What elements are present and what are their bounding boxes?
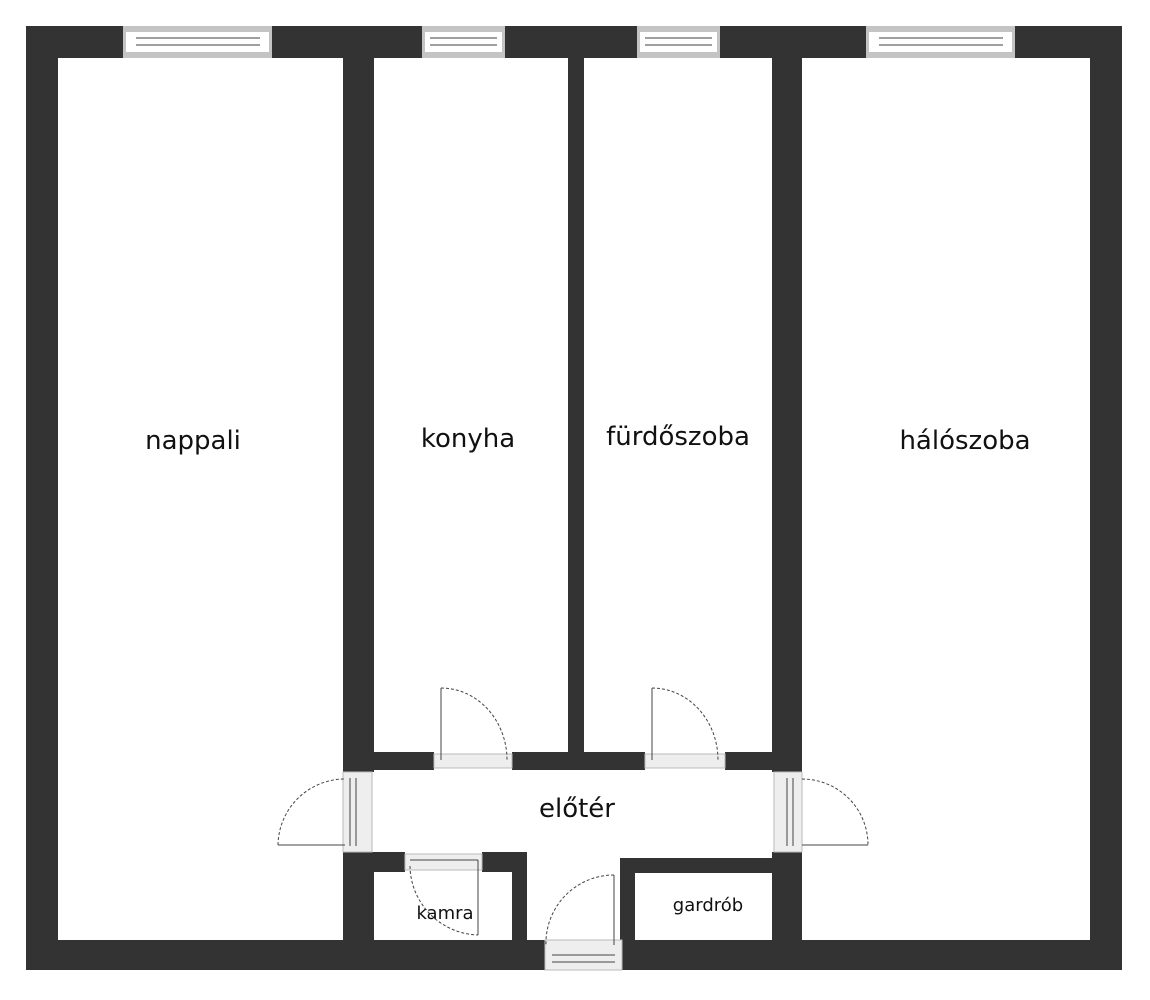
room-label-wardrobe: gardrób	[673, 895, 743, 916]
room-label-bathroom: fürdőszoba	[606, 422, 750, 452]
room-label-bedroom: hálószoba	[899, 426, 1030, 456]
windows	[123, 26, 1015, 58]
room-label-pantry: kamra	[416, 903, 473, 924]
room-labels: nappali konyha fürdőszoba hálószoba előt…	[145, 422, 1030, 924]
window-bathroom	[637, 26, 720, 58]
doors	[277, 687, 869, 971]
door-entrance	[544, 874, 623, 971]
door-kitchen	[433, 687, 513, 769]
door-pantry	[404, 853, 483, 936]
window-bedroom	[866, 26, 1015, 58]
room-label-kitchen: konyha	[421, 424, 515, 454]
window-kitchen	[422, 26, 505, 58]
room-label-living-room: nappali	[145, 426, 241, 456]
window-living-room	[123, 26, 272, 58]
room-label-hallway: előtér	[539, 794, 615, 824]
door-bathroom	[644, 687, 726, 769]
door-bedroom	[773, 771, 869, 853]
door-living-room	[277, 771, 373, 853]
